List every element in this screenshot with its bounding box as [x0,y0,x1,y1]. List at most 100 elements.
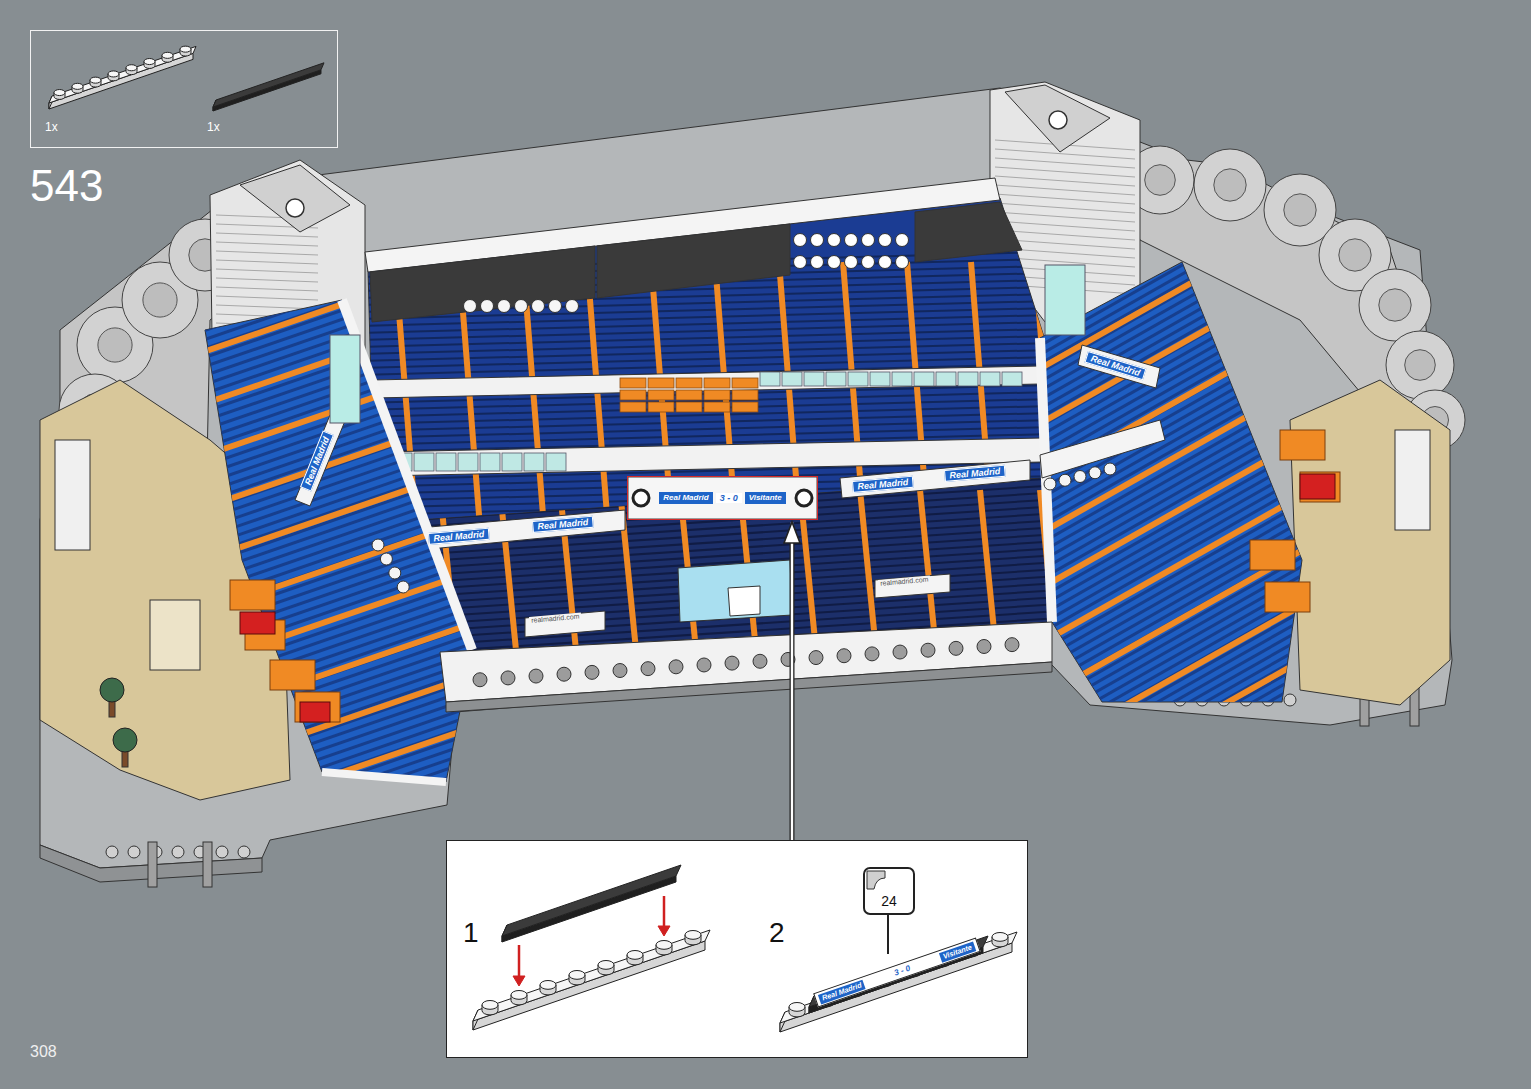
illustration-line [180,247,500,357]
illustration-circle [896,234,909,247]
illustration-rect [1395,430,1430,530]
illustration-polygon [915,202,1022,262]
illustration-line [180,274,500,384]
illustration-line [360,259,1050,277]
illustration-line [360,329,1050,347]
illustration-circle [753,654,767,668]
illustration-line [180,238,500,348]
illustration-polygon [60,180,300,610]
illustration-rect [502,453,522,471]
illustration-line [360,406,1050,424]
illustration-line [216,260,318,264]
illustration-circle [1074,471,1086,483]
illustration-line [1020,241,1320,411]
illustration-line [180,490,500,600]
illustration-circle [845,256,858,269]
step-number: 543 [30,161,103,212]
illustration-line [410,506,1060,548]
illustration-ellipse [72,83,83,89]
illustration-line [180,463,500,573]
illustration-line [216,269,318,273]
illustration-line [360,511,1050,529]
illustration-ellipse [180,46,191,52]
illustration-line [1020,196,1320,366]
illustration-path [569,975,585,985]
illustration-line [860,490,878,670]
illustration-circle [1089,467,1101,479]
callout-arrow [791,522,793,840]
illustration-line [180,481,500,591]
illustration-line [995,176,1135,186]
illustration-rect [1250,540,1295,570]
illustration-line [410,590,1060,632]
illustration-line [360,427,1050,445]
illustration-line [216,287,318,291]
illustration-circle [557,667,571,681]
illustration-g [40,82,1465,800]
illustration-line [1020,540,1320,710]
illustration-g [1020,160,1320,915]
illustration-line [1020,574,1320,744]
illustration-line [360,364,1050,382]
illustration-line [180,625,500,735]
illustration-circle [100,678,124,702]
illustration-line [180,364,500,474]
connector-group [792,522,793,840]
sticker-team-name: Visitante [745,492,786,503]
illustration-line [1035,262,1057,540]
illustration-circle [1214,169,1246,201]
illustration-rect [436,453,456,471]
illustration-line [995,167,1135,177]
illustration-g [49,46,324,111]
illustration-line [180,679,500,789]
illustration-line [1020,448,1320,618]
illustration-line [995,194,1135,204]
illustration-rect [480,453,500,471]
illustration-line [180,526,500,636]
illustration-rect [804,372,824,386]
illustration-circle [1405,390,1465,450]
illustration-polygon [240,165,350,232]
illustration-polygon [368,198,1045,528]
illustration-line [1020,205,1320,375]
illustration-polygon [1005,85,1110,152]
illustration-line [995,149,1135,159]
illustration-line [410,548,1060,590]
illustration-circle [896,256,909,269]
illustration-polygon [365,178,1000,272]
illustration-circle [879,234,892,247]
illustration-line [360,336,1050,354]
illustration-circle [796,490,812,506]
illustration-line [180,406,500,516]
sticker-team-name: Real Madrid [659,492,712,503]
illustration-line [180,510,500,620]
illustration-line [1020,376,1320,546]
illustration-path [162,55,173,62]
sticker-number: 24 [865,893,913,909]
sticker: Real Madrid3 - 0Visitante [813,937,981,1008]
illustration-polygon [658,926,670,936]
illustration-line [995,257,1135,267]
illustration-circle [697,658,711,672]
illustration-line [995,284,1135,294]
illustration-circle [515,300,528,313]
illustration-circle [397,581,409,593]
illustration-line [180,589,500,699]
illustration-polygon [49,96,52,109]
illustration-line [1020,358,1320,528]
illustration-path [598,965,614,975]
illustration-rect [1300,474,1335,499]
illustration-line [180,715,500,825]
illustration-circle [845,234,858,247]
illustration-rect [676,402,702,412]
illustration-polygon [1100,150,1450,440]
illustration-polygon [473,941,705,1030]
illustration-line [995,221,1135,231]
illustration-rect [300,702,330,722]
illustration-line [360,252,1050,270]
illustration-circle [194,846,206,858]
illustration-polygon [840,460,1030,498]
illustration-circle [122,262,198,338]
illustration-circle [1264,174,1336,246]
